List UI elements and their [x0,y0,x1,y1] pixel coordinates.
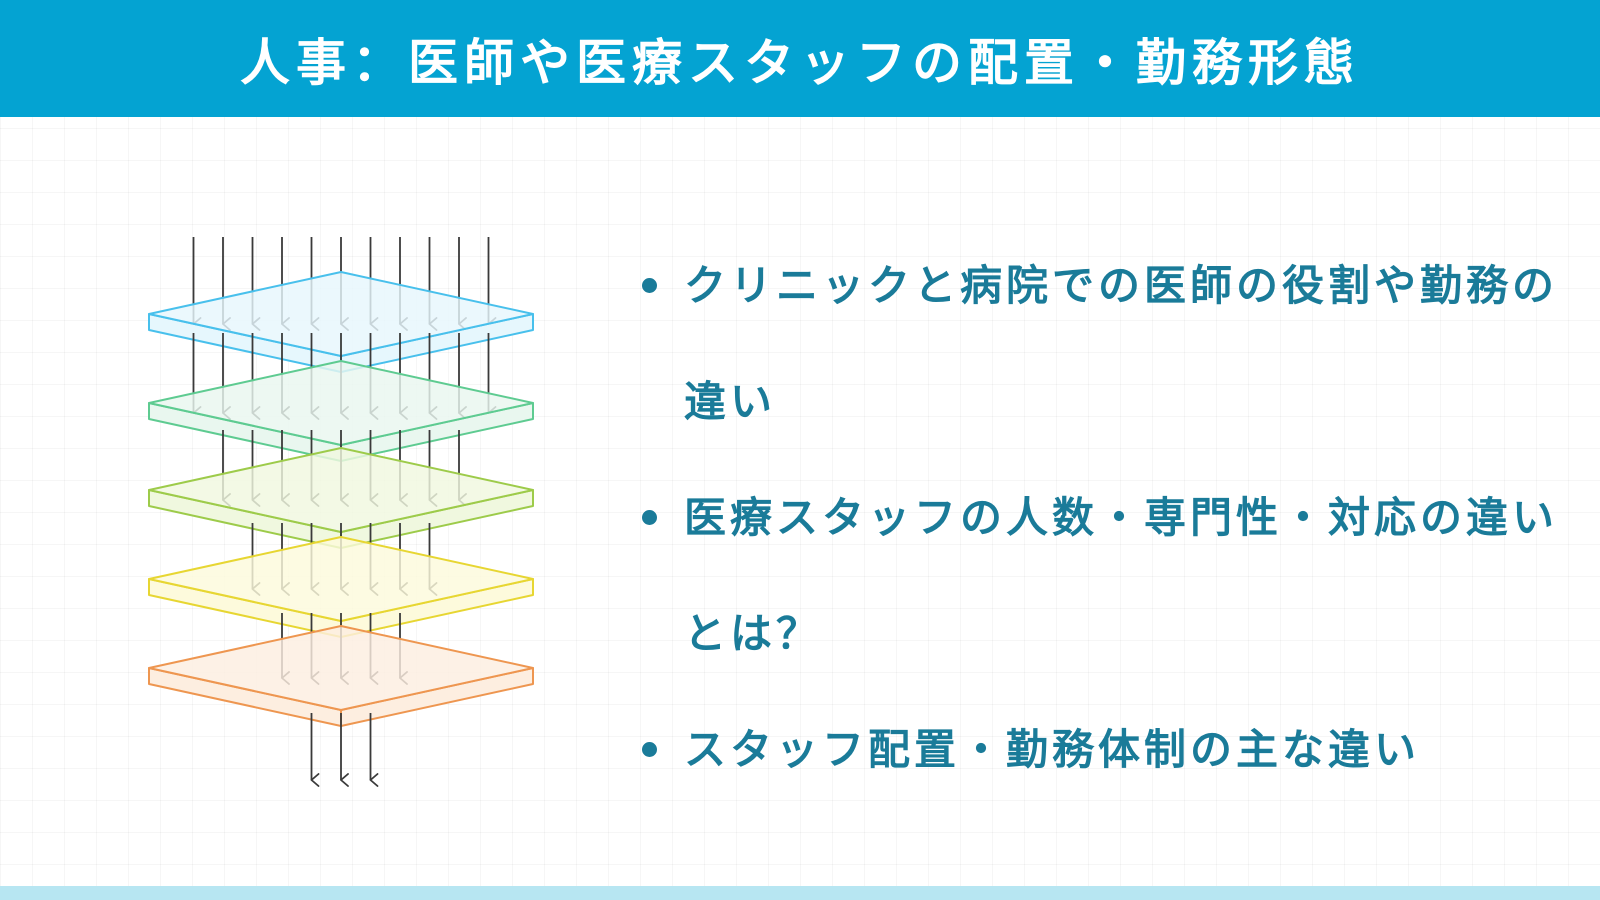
layered-funnel-diagram [148,237,534,787]
bullet-item: クリニックと病院での医師の役割や勤務の違い [636,228,1576,460]
bullet-dot [642,742,657,757]
layer-5 [148,625,534,727]
title-bar: 人事：医師や医療スタッフの配置・勤務形態 [0,0,1600,117]
footer-bar [0,886,1600,900]
bullet-item: 医療スタッフの人数・専門性・対応の違いとは？ [636,460,1576,692]
layer-3 [148,447,534,549]
bullet-text: 医療スタッフの人数・専門性・対応の違いとは？ [684,493,1559,658]
layer-2 [148,360,534,462]
bullet-text: スタッフ配置・勤務体制の主な違い [684,725,1421,774]
bullet-dot [642,510,657,525]
bullet-text: クリニックと病院での医師の役割や勤務の違い [684,261,1559,426]
layer-4 [148,536,534,638]
bullet-dot [642,278,657,293]
bullet-list: クリニックと病院での医師の役割や勤務の違い 医療スタッフの人数・専門性・対応の違… [636,228,1576,808]
bullet-item: スタッフ配置・勤務体制の主な違い [636,692,1576,808]
page-title: 人事：医師や医療スタッフの配置・勤務形態 [240,33,1360,92]
